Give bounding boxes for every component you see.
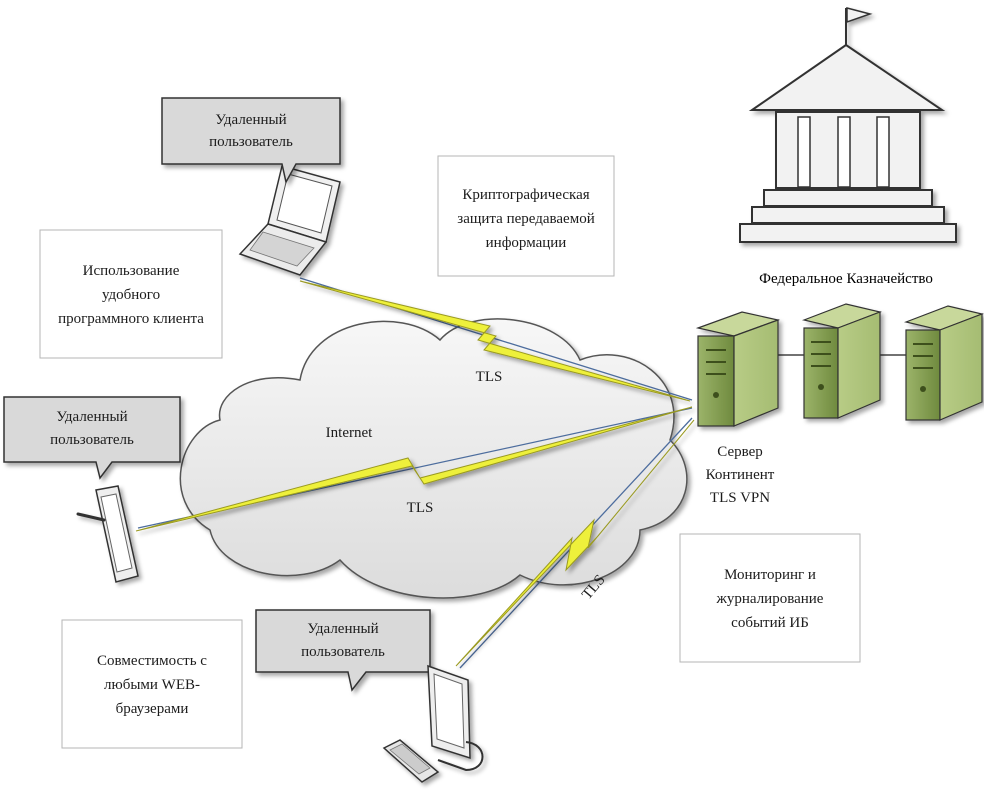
internet-label: Internet <box>326 425 373 441</box>
vpn-server-icon <box>695 311 781 427</box>
laptop-user-callout-line-1: Удаленный <box>215 112 286 128</box>
tablet-tls-label: TLS <box>407 500 434 516</box>
desktop-user-callout-line-1: Удаленный <box>307 621 378 637</box>
tablet-user-callout-line-2: пользователь <box>50 432 134 448</box>
monitoring-note-box: Мониторинг и журналирование событий ИБ <box>679 533 861 663</box>
tablet-tls-bolt-icon <box>135 406 693 532</box>
crypto-note-box: Криптографическая защита передаваемой ин… <box>437 155 615 277</box>
browsers-note-box: Совместимость с любыми WEB- браузерами <box>61 619 243 749</box>
server-label-line-1: Сервер <box>717 444 763 460</box>
client-note-line-2: удобного <box>102 287 160 303</box>
monitoring-note-line-3: событий ИБ <box>731 615 809 631</box>
crypto-note-line-3: информации <box>486 235 567 251</box>
client-note-box: Использование удобного программного клие… <box>39 229 223 359</box>
browsers-note-line-1: Совместимость с <box>97 653 207 669</box>
crypto-note-line-2: защита передаваемой <box>457 211 594 227</box>
treasury-label: Федеральное Казначейство <box>759 271 933 287</box>
desktop-tls-bolt-icon <box>455 419 695 667</box>
laptop-tls-bolt-icon <box>299 280 691 402</box>
laptop-icon <box>238 165 341 276</box>
monitoring-note-line-2: журналирование <box>716 591 824 607</box>
browsers-note-line-3: браузерами <box>116 701 189 717</box>
laptop-user-callout: Удаленный пользователь <box>161 97 341 185</box>
server-label-line-2: Континент <box>706 467 775 483</box>
server-icon <box>903 305 984 421</box>
desktop-user-callout: Удаленный пользователь <box>255 609 431 692</box>
laptop-tls-label: TLS <box>476 369 503 385</box>
internet-cloud <box>179 318 688 599</box>
crypto-note-line-1: Криптографическая <box>462 187 589 203</box>
server-label-line-3: TLS VPN <box>710 490 770 506</box>
monitoring-note-line-1: Мониторинг и <box>724 567 816 583</box>
client-note-line-3: программного клиента <box>58 311 204 327</box>
desktop-computer-icon <box>382 664 484 783</box>
laptop-user-callout-line-2: пользователь <box>209 134 293 150</box>
tablet-user-callout: Удаленный пользователь <box>3 396 181 480</box>
desktop-user-callout-line-2: пользователь <box>301 644 385 660</box>
tablet-user-callout-line-1: Удаленный <box>56 409 127 425</box>
treasury-building-icon <box>739 7 957 243</box>
client-note-line-1: Использование <box>83 263 180 279</box>
browsers-note-line-2: любыми WEB- <box>104 677 200 693</box>
tablet-icon <box>76 485 139 583</box>
server-icon <box>801 303 883 419</box>
servers <box>695 303 984 427</box>
